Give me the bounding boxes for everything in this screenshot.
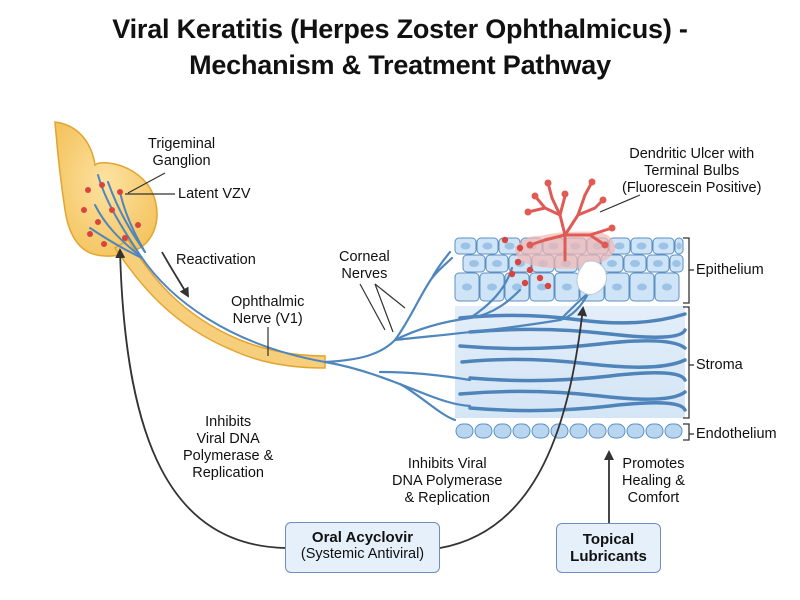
vzv-particle — [117, 189, 123, 195]
vzv-particle — [122, 235, 128, 241]
page-subtitle: Mechanism & Treatment Pathway — [189, 50, 611, 80]
cell-nucleus — [653, 260, 663, 267]
cell-nucleus — [636, 242, 647, 250]
latent-vzv-particles — [81, 182, 141, 247]
cell-nucleus — [504, 242, 515, 250]
cell-nucleus — [482, 242, 493, 250]
label-ophthalmic-nerve: Ophthalmic Nerve (V1) — [231, 294, 305, 327]
cell-nucleus — [469, 260, 479, 267]
layer-brackets — [683, 237, 694, 441]
oral-to-cornea-arrow — [439, 306, 588, 549]
cell-nucleus — [537, 283, 547, 291]
vzv-particle — [87, 231, 93, 237]
oral-to-ganglion-arrow — [115, 248, 286, 549]
label-reactivation: Reactivation — [176, 252, 256, 268]
endothelial-cell — [512, 423, 531, 439]
cell-nucleus — [637, 283, 647, 291]
endothelial-cell — [626, 423, 645, 439]
label-dendritic-ulcer: Dendritic Ulcer with Terminal Bulbs (Flu… — [622, 146, 762, 196]
endothelial-cell — [588, 423, 607, 439]
reactivation-arrow — [161, 251, 189, 298]
endothelium-cells — [455, 423, 683, 439]
endothelial-cell — [607, 423, 626, 439]
vzv-particle — [85, 187, 91, 193]
oral-acyclovir-name: Oral Acyclovir — [311, 529, 414, 546]
cell-nucleus — [562, 283, 572, 291]
cell-nucleus — [676, 242, 682, 250]
trigeminal-ganglion — [54, 121, 326, 369]
oral-acyclovir-box: Oral Acyclovir (Systemic Antiviral) — [285, 522, 440, 573]
cell-nucleus — [658, 242, 669, 250]
label-inhibits-cornea: Inhibits Viral DNA Polymerase & Replicat… — [392, 456, 503, 506]
endothelial-cell — [455, 423, 474, 439]
cell-nucleus — [492, 260, 502, 267]
cell-nucleus — [487, 283, 497, 291]
cell-nucleus — [662, 283, 672, 291]
vzv-particle — [95, 219, 101, 225]
stroma-fibers — [458, 312, 687, 413]
cell-nucleus — [512, 283, 522, 291]
label-stroma: Stroma — [696, 357, 743, 373]
cell-nucleus — [630, 260, 640, 267]
vzv-particle — [135, 222, 141, 228]
endothelial-cell — [664, 423, 683, 439]
oral-acyclovir-detail: (Systemic Antiviral) — [300, 546, 425, 562]
label-endothelium: Endothelium — [696, 426, 777, 442]
vzv-particle — [81, 207, 87, 213]
page-title: Viral Keratitis (Herpes Zoster Ophthalmi… — [112, 14, 688, 44]
vzv-particle — [109, 207, 115, 213]
label-trigeminal-ganglion: Trigeminal Ganglion — [148, 136, 216, 169]
label-inhibits-ganglion: Inhibits Viral DNA Polymerase & Replicat… — [183, 414, 274, 481]
cell-nucleus — [612, 283, 622, 291]
endothelial-cell — [493, 423, 512, 439]
endothelial-cell — [569, 423, 588, 439]
dendritic-ulcer — [501, 178, 616, 296]
label-epithelium: Epithelium — [696, 262, 764, 278]
endothelial-cell — [531, 423, 550, 439]
cell-nucleus — [607, 260, 617, 267]
cell-nucleus — [460, 242, 471, 250]
pathway-arrows — [115, 248, 614, 549]
label-latent-vzv: Latent VZV — [178, 186, 251, 202]
vzv-particle — [99, 182, 105, 188]
endothelial-cell — [474, 423, 493, 439]
cell-nucleus — [462, 283, 472, 291]
endothelial-cell — [645, 423, 664, 439]
vzv-particle — [101, 241, 107, 247]
label-corneal-nerves: Corneal Nerves — [339, 249, 390, 282]
cell-nucleus — [672, 260, 681, 267]
leader-lines — [125, 172, 641, 356]
cell-nucleus — [614, 242, 625, 250]
topical-lubricants-box: Topical Lubricants — [556, 523, 661, 573]
label-promotes-healing: Promotes Healing & Comfort — [622, 456, 685, 506]
